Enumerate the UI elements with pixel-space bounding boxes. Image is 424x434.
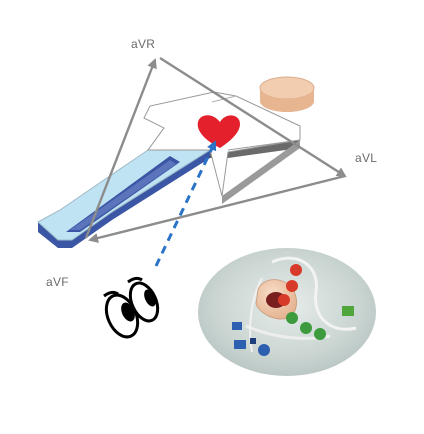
label-avl: aVL bbox=[355, 151, 377, 165]
lying-body bbox=[37, 91, 301, 248]
lead-axis-arrows bbox=[84, 56, 347, 243]
label-avr: aVR bbox=[131, 37, 155, 51]
arrow-to-avf bbox=[88, 174, 346, 243]
head bbox=[259, 76, 315, 112]
viewing-direction-arrow bbox=[154, 140, 217, 267]
electrode-photo bbox=[198, 248, 376, 376]
heart-icon bbox=[197, 115, 240, 148]
eyes-icon bbox=[103, 276, 160, 339]
arrow-to-avl bbox=[159, 56, 347, 178]
arrow-to-avr bbox=[84, 58, 157, 239]
label-avf: aVF bbox=[46, 275, 69, 289]
